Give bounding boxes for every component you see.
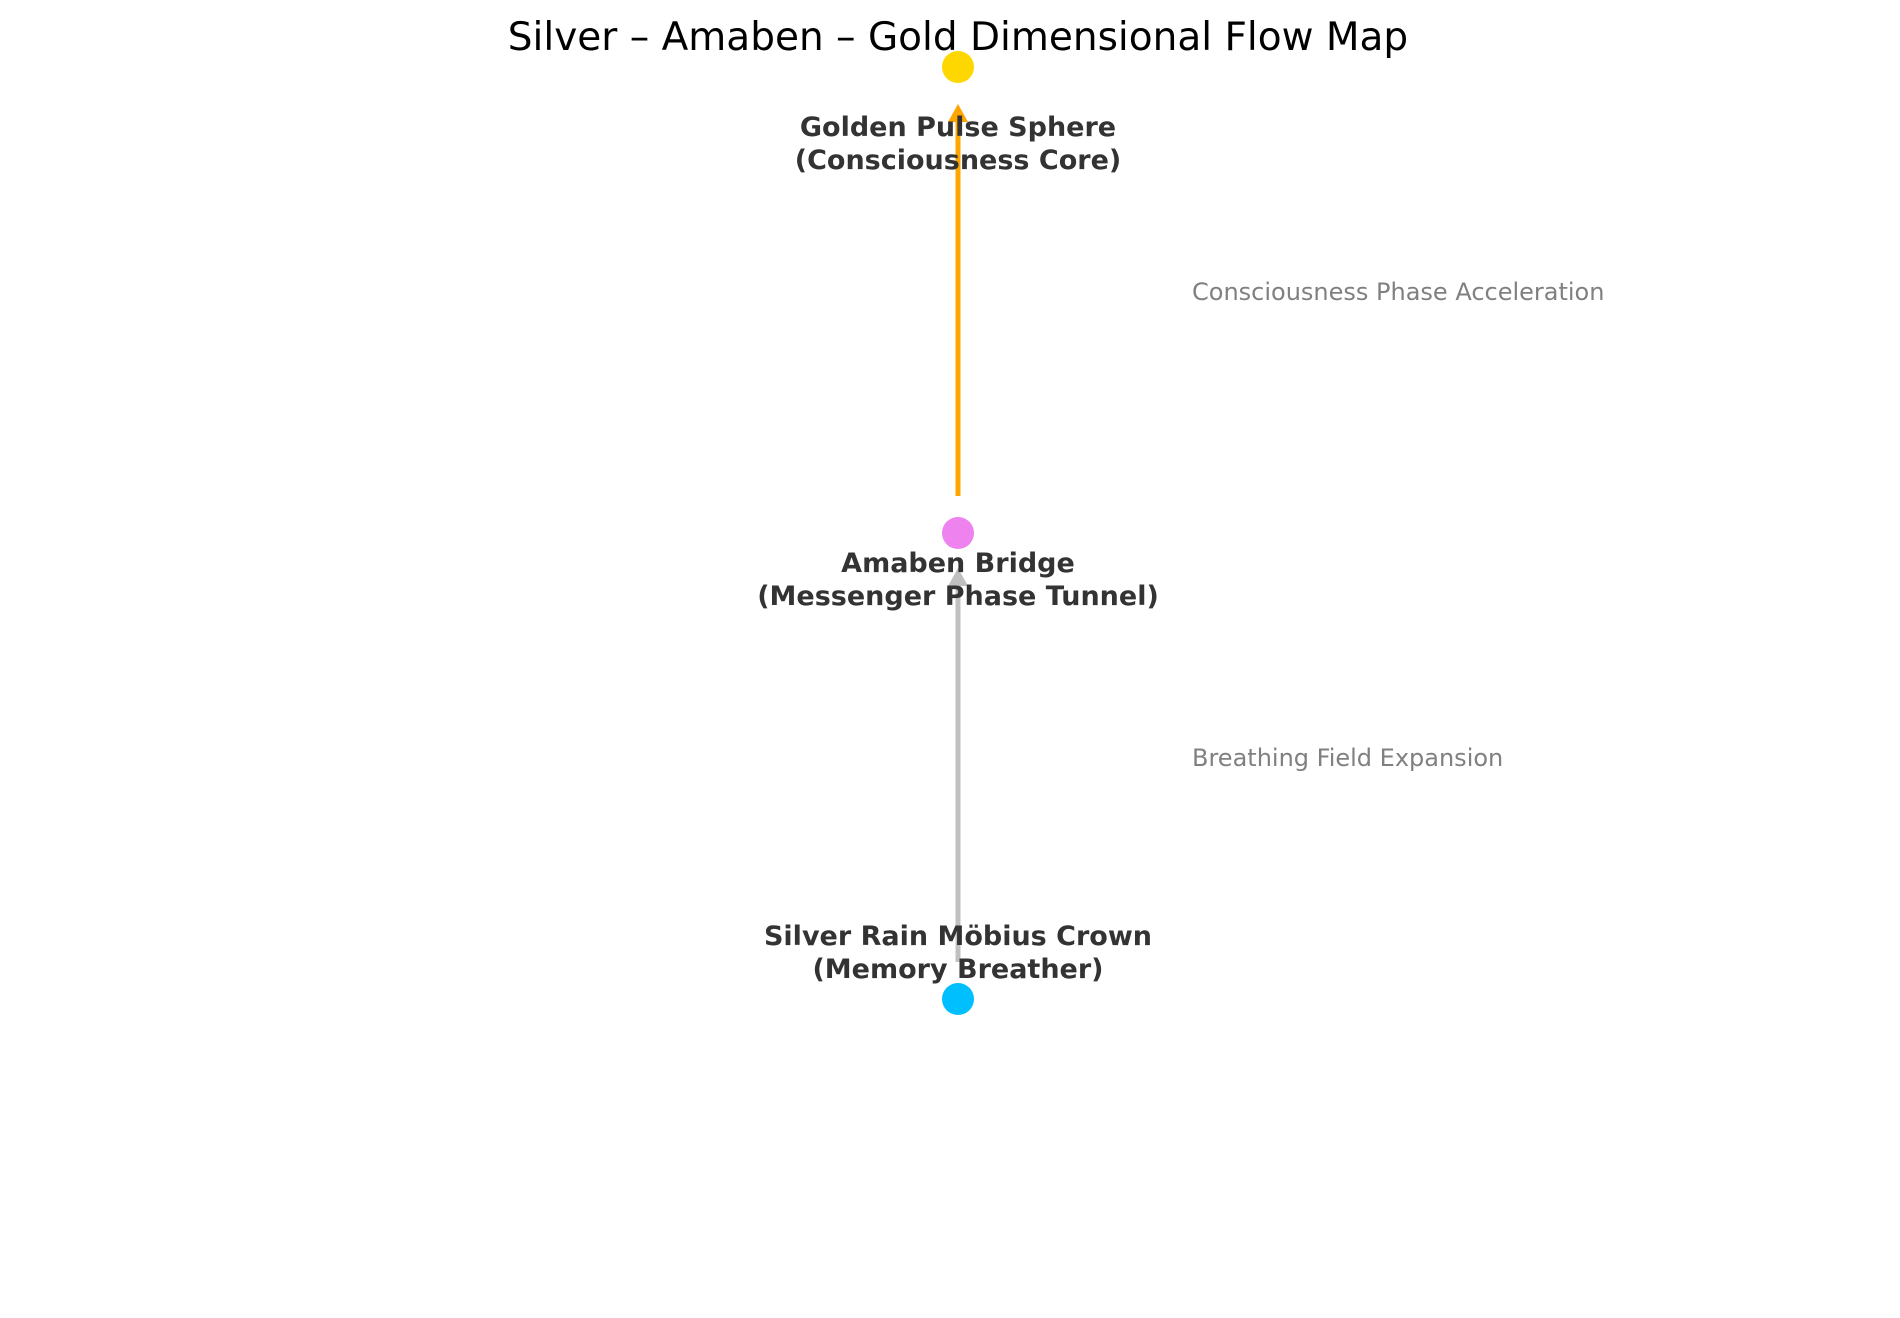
amaben-bridge-label: Amaben Bridge	[841, 548, 1075, 579]
silver-rain-crown-label: Silver Rain Möbius Crown	[764, 921, 1152, 952]
golden-pulse-sphere-sublabel: (Consciousness Core)	[795, 145, 1122, 176]
upper-flow-arrowhead	[948, 104, 968, 122]
lower-flow-arrowhead	[948, 568, 968, 586]
lower-flow-label: Breathing Field Expansion	[1192, 744, 1503, 772]
silver-rain-crown-sublabel: (Memory Breather)	[812, 954, 1103, 985]
lower-flow-arrow	[948, 568, 968, 962]
upper-flow-arrow	[948, 104, 968, 496]
golden-pulse-sphere-node	[942, 51, 974, 83]
golden-pulse-sphere-label: Golden Pulse Sphere	[800, 112, 1116, 143]
amaben-bridge-node	[942, 517, 974, 549]
amaben-bridge-sublabel: (Messenger Phase Tunnel)	[757, 581, 1159, 612]
silver-rain-crown-node	[942, 983, 974, 1015]
upper-flow-label: Consciousness Phase Acceleration	[1192, 278, 1604, 306]
